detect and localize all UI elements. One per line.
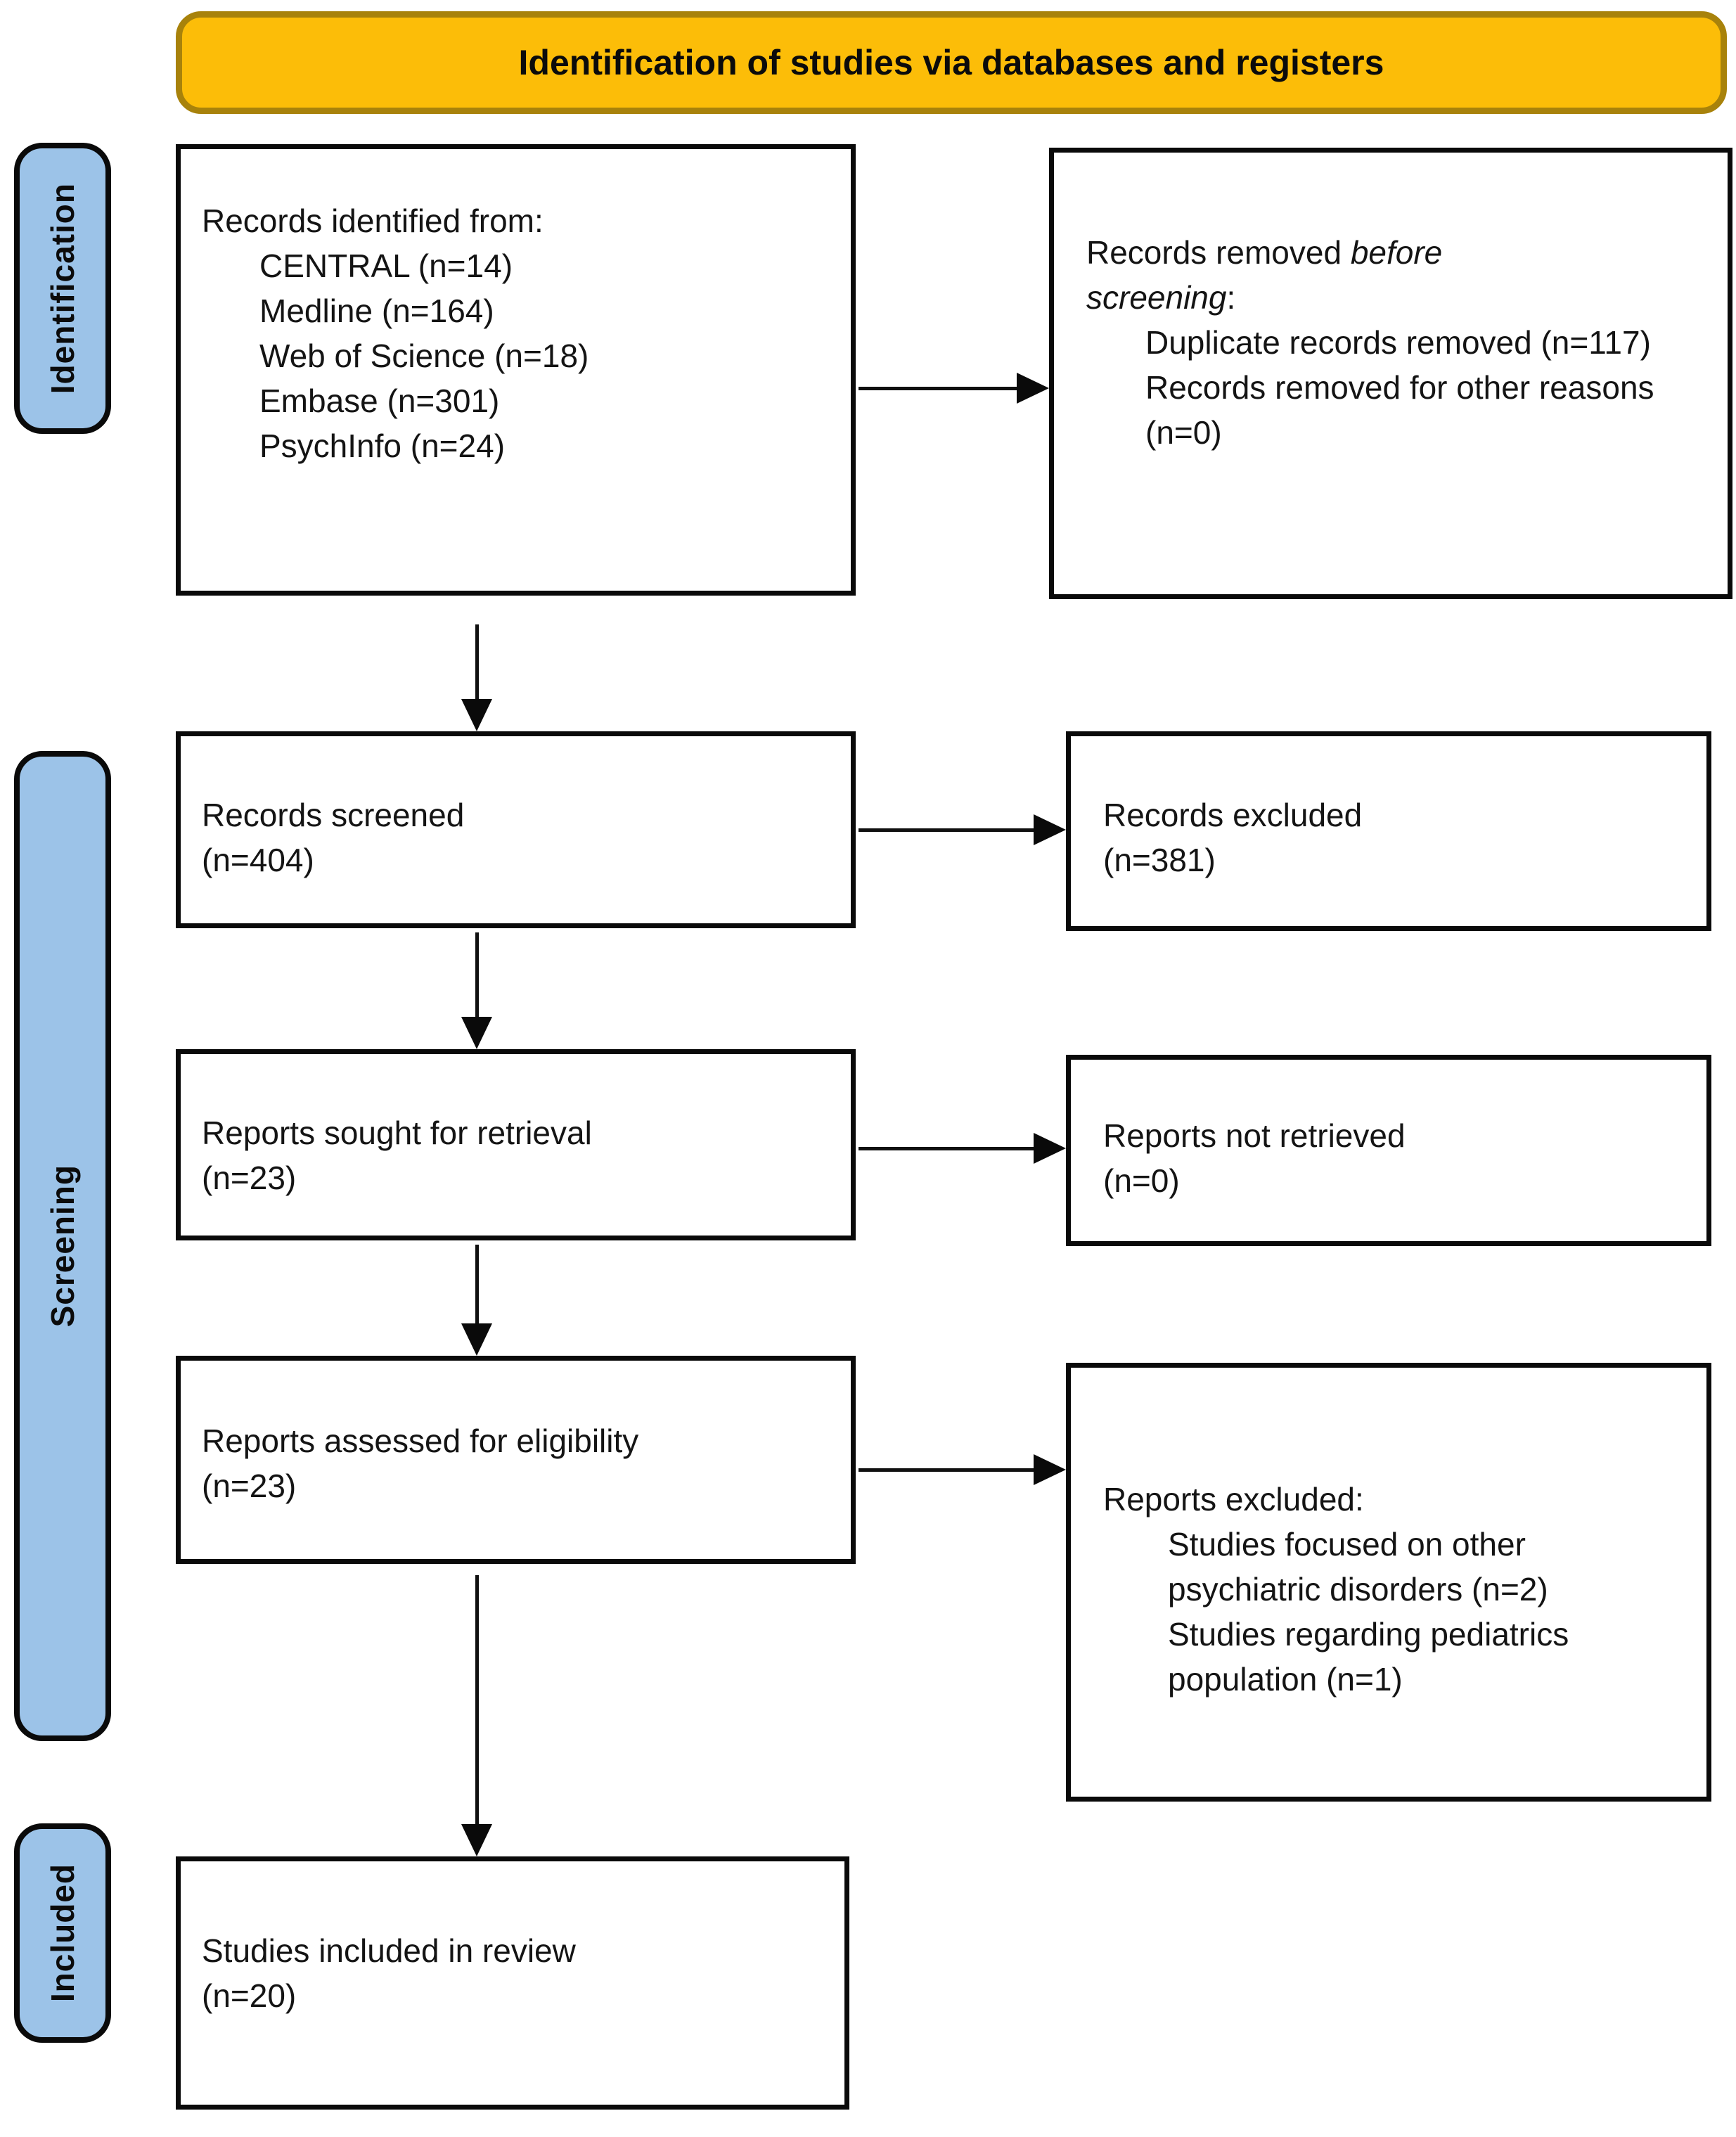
- records-removed-intro-prefix: Records removed: [1086, 234, 1351, 271]
- studies-included-line1: Studies included in review: [202, 1932, 576, 1969]
- box-studies-included: Studies included in review (n=20): [176, 1856, 849, 2110]
- arrow-line: [475, 624, 479, 702]
- box-records-screened: Records screened (n=404): [176, 731, 856, 928]
- arrow-assessed-to-excluded: [859, 1454, 1066, 1485]
- records-screened-count: (n=404): [202, 842, 314, 878]
- box-reports-assessed: Reports assessed for eligibility (n=23): [176, 1356, 856, 1564]
- arrow-screened-to-excluded: [859, 814, 1066, 845]
- reports-assessed-line1: Reports assessed for eligibility: [202, 1423, 639, 1459]
- records-removed-intro: Records removed before screening:: [1086, 230, 1579, 320]
- records-identified-intro: Records identified from:: [202, 203, 544, 239]
- diagram-title-banner: Identification of studies via databases …: [176, 11, 1727, 114]
- arrow-head-right-icon: [1034, 1454, 1066, 1485]
- stage-label-identification-text: Identification: [44, 182, 81, 394]
- box-records-identified: Records identified from: CENTRAL (n=14) …: [176, 144, 856, 596]
- records-removed-item-duplicates: Duplicate records removed (n=117): [1145, 324, 1651, 361]
- reports-excluded-item-pediatrics: Studies regarding pediatrics population …: [1168, 1616, 1569, 1698]
- stage-label-screening: Screening: [14, 751, 111, 1741]
- records-identified-item-wos: Web of Science (n=18): [259, 338, 589, 374]
- stage-label-identification: Identification: [14, 143, 111, 434]
- arrow-line: [475, 1575, 479, 1827]
- arrow-line: [859, 387, 1020, 390]
- stage-label-included: Included: [14, 1823, 111, 2043]
- records-excluded-count: (n=381): [1103, 842, 1216, 878]
- arrow-identified-to-removed: [859, 373, 1049, 404]
- arrow-assessed-to-included: [461, 1575, 492, 1856]
- arrow-sought-to-not-retrieved: [859, 1133, 1066, 1164]
- arrow-line: [859, 1147, 1036, 1150]
- arrow-line: [859, 1468, 1036, 1472]
- arrow-screened-to-sought: [461, 932, 492, 1049]
- records-removed-intro-emphasis: before screening: [1086, 234, 1443, 316]
- records-identified-item-central: CENTRAL (n=14): [259, 248, 513, 284]
- arrow-line: [859, 828, 1036, 832]
- box-records-removed: Records removed before screening: Duplic…: [1049, 148, 1732, 599]
- arrow-head-right-icon: [1017, 373, 1049, 404]
- arrow-head-down-icon: [461, 1824, 492, 1856]
- records-identified-item-medline: Medline (n=164): [259, 293, 494, 329]
- records-identified-item-embase: Embase (n=301): [259, 383, 500, 419]
- box-reports-excluded: Reports excluded: Studies focused on oth…: [1066, 1363, 1711, 1802]
- records-removed-item-other: Records removed for other reasons (n=0): [1145, 369, 1654, 451]
- reports-not-retrieved-count: (n=0): [1103, 1162, 1180, 1199]
- box-records-excluded: Records excluded (n=381): [1066, 731, 1711, 931]
- reports-sought-count: (n=23): [202, 1160, 297, 1196]
- arrow-sought-to-assessed: [461, 1245, 492, 1356]
- reports-assessed-count: (n=23): [202, 1468, 297, 1504]
- arrow-head-down-icon: [461, 1017, 492, 1049]
- arrow-line: [475, 932, 479, 1020]
- diagram-title: Identification of studies via databases …: [518, 43, 1384, 82]
- reports-not-retrieved-line1: Reports not retrieved: [1103, 1117, 1406, 1154]
- arrow-head-down-icon: [461, 1323, 492, 1356]
- records-removed-intro-suffix: :: [1226, 279, 1236, 316]
- arrow-head-right-icon: [1034, 1133, 1066, 1164]
- box-reports-sought: Reports sought for retrieval (n=23): [176, 1049, 856, 1240]
- reports-sought-line1: Reports sought for retrieval: [202, 1115, 592, 1151]
- stage-label-included-text: Included: [44, 1863, 81, 2003]
- records-excluded-line1: Records excluded: [1103, 797, 1363, 833]
- reports-excluded-intro: Reports excluded:: [1103, 1481, 1364, 1517]
- studies-included-count: (n=20): [202, 1977, 297, 2014]
- arrow-line: [475, 1245, 479, 1326]
- arrow-head-right-icon: [1034, 814, 1066, 845]
- records-screened-line1: Records screened: [202, 797, 465, 833]
- records-identified-item-psychinfo: PsychInfo (n=24): [259, 428, 506, 464]
- arrow-head-down-icon: [461, 699, 492, 731]
- arrow-identified-to-screened: [461, 624, 492, 731]
- box-reports-not-retrieved: Reports not retrieved (n=0): [1066, 1055, 1711, 1246]
- reports-excluded-item-psychiatric: Studies focused on other psychiatric dis…: [1168, 1526, 1548, 1607]
- stage-label-screening-text: Screening: [44, 1164, 81, 1328]
